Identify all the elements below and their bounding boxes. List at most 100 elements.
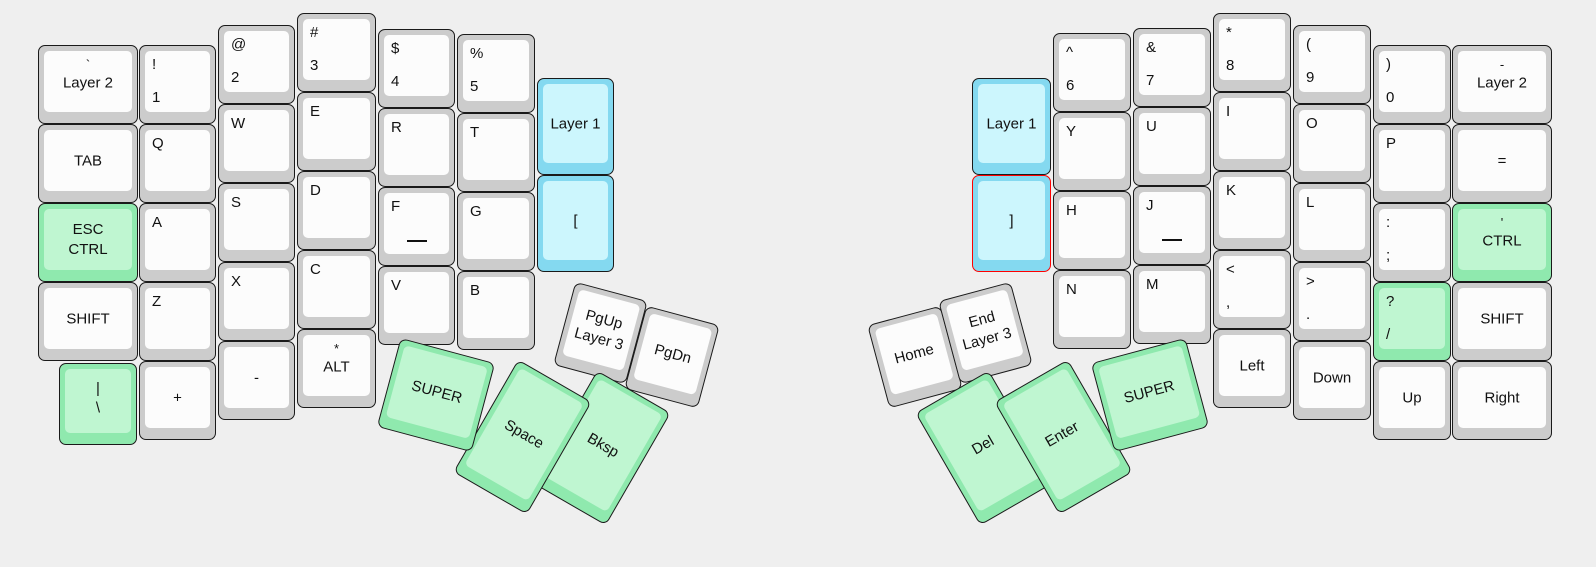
keycap-surface: C bbox=[303, 256, 370, 317]
keycap-surface: M bbox=[1139, 271, 1205, 332]
key-legend: SHIFT bbox=[1480, 310, 1524, 327]
key-l-r4-c0[interactable]: |\ bbox=[59, 363, 137, 445]
key-legend: O bbox=[1306, 115, 1318, 132]
key-r-r2-c3[interactable]: K bbox=[1213, 171, 1291, 250]
key-l-r0-c5[interactable]: %5 bbox=[457, 34, 535, 113]
key-r-r1-c4[interactable]: O bbox=[1293, 104, 1371, 183]
keycap-surface: (9 bbox=[1299, 31, 1365, 92]
key-l-r1-c5[interactable]: T bbox=[457, 113, 535, 192]
key-l-r0-c3[interactable]: #3 bbox=[297, 13, 376, 92]
key-r-r2-c2[interactable]: J bbox=[1133, 186, 1211, 265]
key-r-r3-c4[interactable]: >. bbox=[1293, 262, 1371, 341]
key-r-r0-c3[interactable]: *8 bbox=[1213, 13, 1291, 92]
key-legend: C bbox=[310, 261, 321, 278]
key-legend: Del bbox=[968, 432, 997, 459]
key-l-r4-c3[interactable]: *ALT bbox=[297, 329, 376, 408]
keycap-surface: |\ bbox=[65, 369, 131, 433]
key-r-r2-c0[interactable]: ] bbox=[972, 175, 1051, 272]
key-l-r1-c6[interactable]: Layer 1 bbox=[537, 78, 614, 175]
keycap-surface: SUPER bbox=[1098, 345, 1201, 439]
keycap-surface: *8 bbox=[1219, 19, 1285, 80]
key-l-r2-c2[interactable]: S bbox=[218, 183, 295, 262]
key-r-r4-c5[interactable]: Up bbox=[1373, 361, 1451, 440]
key-r-r2-c4[interactable]: L bbox=[1293, 183, 1371, 262]
key-r-r1-c2[interactable]: U bbox=[1133, 107, 1211, 186]
key-r-r1-c3[interactable]: I bbox=[1213, 92, 1291, 171]
key-legend: - bbox=[1499, 57, 1505, 72]
key-r-r1-c1[interactable]: Y bbox=[1053, 112, 1131, 191]
key-l-r3-c0[interactable]: SHIFT bbox=[38, 282, 138, 361]
key-l-r3-c5[interactable]: B bbox=[457, 271, 535, 350]
key-r-r4-c4[interactable]: Down bbox=[1293, 341, 1371, 420]
key-l-r3-c3[interactable]: C bbox=[297, 250, 376, 329]
key-r-r3-c2[interactable]: M bbox=[1133, 265, 1211, 344]
key-r-r1-c5[interactable]: P bbox=[1373, 124, 1451, 203]
key-r-r1-c0[interactable]: Layer 1 bbox=[972, 78, 1051, 175]
key-l-r0-c0[interactable]: `Layer 2 bbox=[38, 45, 138, 124]
key-l-r1-c3[interactable]: E bbox=[297, 92, 376, 171]
key-r-r4-c3[interactable]: Left bbox=[1213, 329, 1291, 408]
key-l-r4-c2[interactable]: - bbox=[218, 341, 295, 420]
key-l-r1-c2[interactable]: W bbox=[218, 104, 295, 183]
keycap-surface: R bbox=[384, 114, 449, 175]
key-l-r3-c2[interactable]: X bbox=[218, 262, 295, 341]
key-r-r3-c5[interactable]: ?/ bbox=[1373, 282, 1451, 361]
key-l-r1-c0[interactable]: TAB bbox=[38, 124, 138, 203]
key-r-r3-c1[interactable]: N bbox=[1053, 270, 1131, 349]
key-legend: X bbox=[231, 273, 242, 290]
key-legend: - bbox=[254, 369, 259, 386]
keycap-surface: P bbox=[1379, 130, 1445, 191]
key-r-r0-c6[interactable]: -Layer 2 bbox=[1452, 45, 1552, 124]
key-legend: / bbox=[1386, 326, 1391, 343]
key-r-r0-c5[interactable]: )0 bbox=[1373, 45, 1451, 124]
key-r-r1-c6[interactable]: = bbox=[1452, 124, 1552, 203]
key-l-r2-c6[interactable]: [ bbox=[537, 175, 614, 272]
key-legend: ' bbox=[1500, 215, 1504, 230]
key-legend: I bbox=[1226, 103, 1231, 120]
keycap-surface: %5 bbox=[463, 40, 529, 101]
key-r-r2-c5[interactable]: :; bbox=[1373, 203, 1451, 282]
key-r-r3-c6[interactable]: SHIFT bbox=[1452, 282, 1552, 361]
key-l-r0-c2[interactable]: @2 bbox=[218, 25, 295, 104]
key-legend: T bbox=[470, 124, 480, 141]
keycap-surface: + bbox=[145, 367, 210, 428]
key-legend: M bbox=[1146, 276, 1159, 293]
key-legend: CTRL bbox=[1482, 232, 1522, 250]
key-r-r3-c3[interactable]: <, bbox=[1213, 250, 1291, 329]
key-l-r4-c1[interactable]: + bbox=[139, 361, 216, 440]
key-l-r0-c1[interactable]: !1 bbox=[139, 45, 216, 124]
key-legend: Layer 1 bbox=[986, 115, 1037, 132]
key-l-r2-c4[interactable]: F bbox=[378, 187, 455, 266]
keycap-surface: D bbox=[303, 177, 370, 238]
key-legend: ( bbox=[1306, 36, 1311, 53]
key-l-r3-c1[interactable]: Z bbox=[139, 282, 216, 361]
key-legend: Space bbox=[501, 416, 547, 453]
key-legend: ) bbox=[1386, 56, 1391, 73]
key-l-r0-c4[interactable]: $4 bbox=[378, 29, 455, 108]
key-l-r2-c3[interactable]: D bbox=[297, 171, 376, 250]
key-r-r0-c4[interactable]: (9 bbox=[1293, 25, 1371, 104]
key-l-r1-c1[interactable]: Q bbox=[139, 124, 216, 203]
key-r-r4-c6[interactable]: Right bbox=[1452, 361, 1552, 440]
keycap-surface: ' CTRL bbox=[1458, 209, 1546, 270]
key-r-r0-c1[interactable]: ^6 bbox=[1053, 33, 1131, 112]
key-l-r2-c1[interactable]: A bbox=[139, 203, 216, 282]
key-r-r2-c6[interactable]: ' CTRL bbox=[1452, 203, 1552, 282]
key-legend: Bksp bbox=[584, 429, 622, 462]
key-l-r3-c4[interactable]: V bbox=[378, 266, 455, 345]
keycap-surface: L bbox=[1299, 189, 1365, 250]
key-legend: 5 bbox=[470, 78, 479, 95]
key-r-r0-c2[interactable]: &7 bbox=[1133, 28, 1211, 107]
key-l-r1-c4[interactable]: R bbox=[378, 108, 455, 187]
key-r-r2-c1[interactable]: H bbox=[1053, 191, 1131, 270]
keycap-surface: Right bbox=[1458, 367, 1546, 428]
keycap-surface: `Layer 2 bbox=[44, 51, 132, 112]
keycap-surface: - bbox=[224, 347, 289, 408]
key-legend: > bbox=[1306, 273, 1315, 290]
key-legend: N bbox=[1066, 281, 1077, 298]
key-l-r2-c5[interactable]: G bbox=[457, 192, 535, 271]
